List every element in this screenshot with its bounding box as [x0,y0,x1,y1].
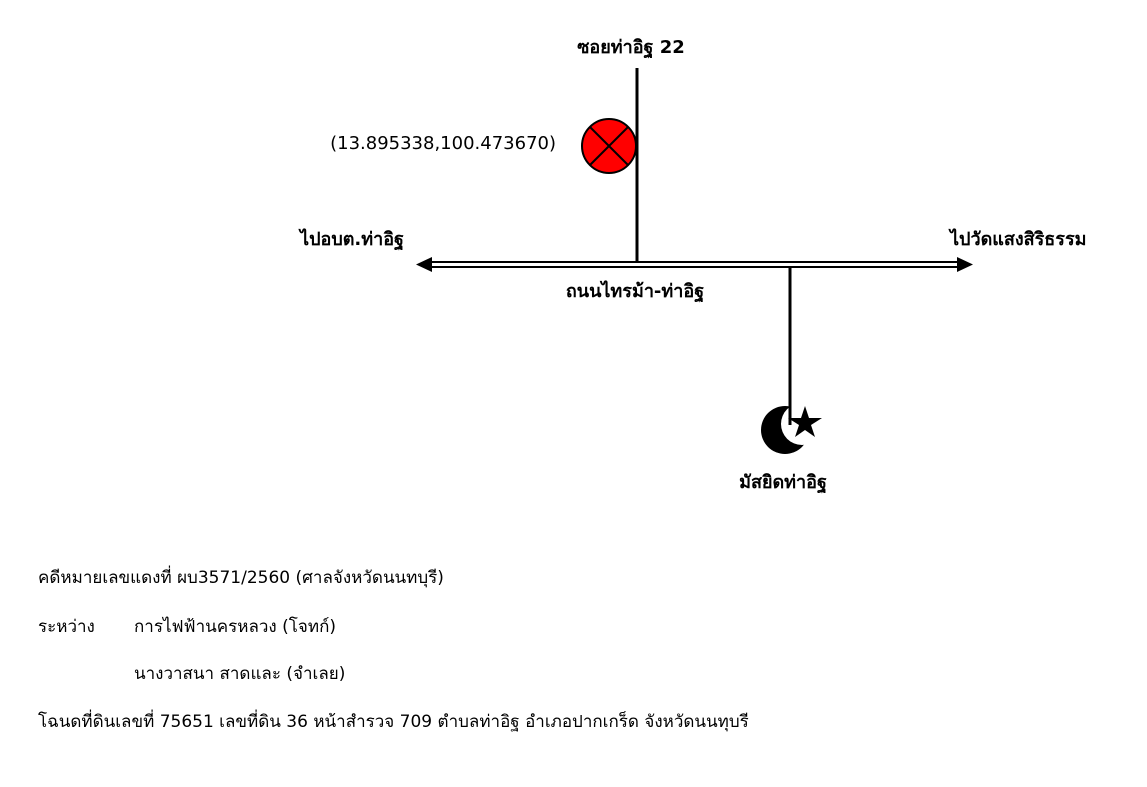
crescent-star-icon [761,406,822,454]
map-drawing [416,68,973,454]
case-number-text: คดีหมายเลขแดงที่ ผบ3571/2560 (ศาลจังหวัด… [38,568,444,588]
road-name-label: ถนนไทรม้า-ท่าอิฐ [565,281,705,302]
main-road-line [424,261,962,268]
arrow-right-icon [957,257,973,272]
defendant-text: นางวาสนา สาดและ (จำเลย) [134,664,346,684]
mosque-label: มัสยิดท่าอิฐ [739,472,827,493]
west-direction-label: ไปอบต.ท่าอิฐ [300,229,404,250]
between-row: ระหว่าง การไฟฟ้านครหลวง (โจทก์) [38,616,336,638]
between-label: ระหว่าง [38,617,95,637]
coordinates-label: (13.895338,100.473670) [330,133,556,154]
defendant-row: นางวาสนา สาดและ (จำเลย) [38,663,345,685]
location-map: ซอยท่าอิฐ 22 (13.895338,100.473670) ไปอบ… [300,37,1087,493]
plaintiff-text: การไฟฟ้านครหลวง (โจทก์) [134,617,336,637]
arrow-left-icon [416,257,432,272]
land-deed-text: โฉนดที่ดินเลขที่ 75651 เลขที่ดิน 36 หน้า… [38,712,749,732]
east-direction-label: ไปวัดแสงสิริธรรม [950,229,1087,250]
soi-label: ซอยท่าอิฐ 22 [577,37,685,58]
location-marker-icon [581,118,637,174]
